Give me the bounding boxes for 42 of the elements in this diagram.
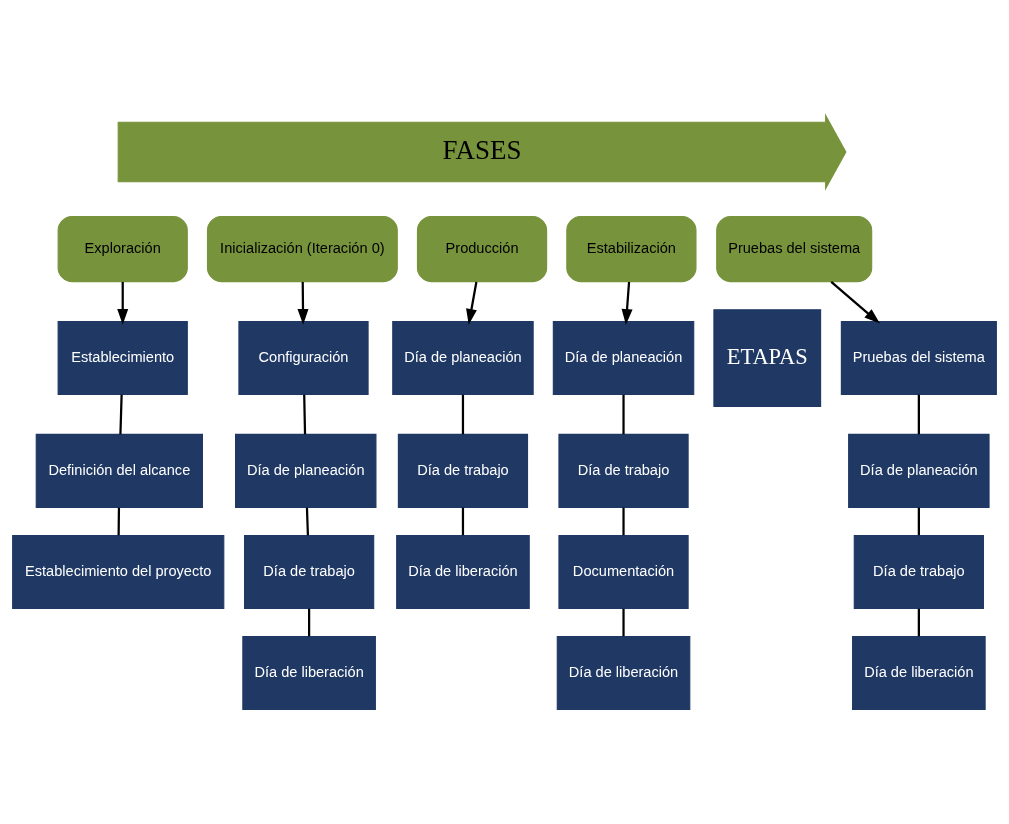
- node-box: Día de trabajo: [397, 433, 529, 508]
- node-box: Configuración: [238, 320, 369, 395]
- node-box: Establecimiento del proyecto: [12, 534, 225, 609]
- arrow: [466, 281, 478, 325]
- node-box: Día de planeación: [848, 433, 990, 508]
- node-box: Día de liberación: [556, 635, 691, 710]
- connector: [303, 394, 307, 434]
- connector: [622, 608, 625, 636]
- arrow: [830, 280, 880, 324]
- connector: [917, 394, 920, 434]
- connector: [308, 608, 311, 636]
- node-box: Día de planeación: [552, 320, 695, 395]
- node-box: Pruebas del sistema: [716, 215, 873, 282]
- connector: [305, 507, 310, 535]
- node-box: Día de liberación: [852, 635, 986, 710]
- connector: [622, 394, 625, 434]
- connector: [622, 507, 625, 535]
- connector: [119, 394, 123, 434]
- connector: [461, 394, 465, 434]
- node-box: Producción: [416, 215, 548, 282]
- node-box: Pruebas del sistema: [840, 320, 997, 395]
- node-box: Día de trabajo: [244, 534, 375, 609]
- node-box: Inicialización (Iteración 0): [206, 215, 398, 282]
- connector: [461, 507, 465, 535]
- node-box: Día de liberación: [396, 534, 530, 609]
- connector: [117, 507, 121, 535]
- node-box: Estabilización: [566, 215, 697, 282]
- node-box: Establecimiento: [57, 320, 188, 395]
- connector: [917, 608, 920, 636]
- node-box: Día de trabajo: [558, 433, 689, 508]
- node-box: ETAPAS: [713, 308, 822, 407]
- node-box: Día de liberación: [242, 635, 376, 710]
- node-box: Documentación: [558, 534, 689, 609]
- node-box: Definición del alcance: [35, 433, 203, 508]
- arrow: [621, 281, 633, 325]
- node-box: Exploración: [57, 215, 188, 282]
- node-box: Día de trabajo: [853, 534, 984, 609]
- arrow: [297, 281, 309, 325]
- arrow: [117, 281, 129, 325]
- node-box: Día de planeación: [235, 433, 377, 508]
- node-box: Día de planeación: [392, 320, 534, 395]
- connector: [917, 507, 920, 535]
